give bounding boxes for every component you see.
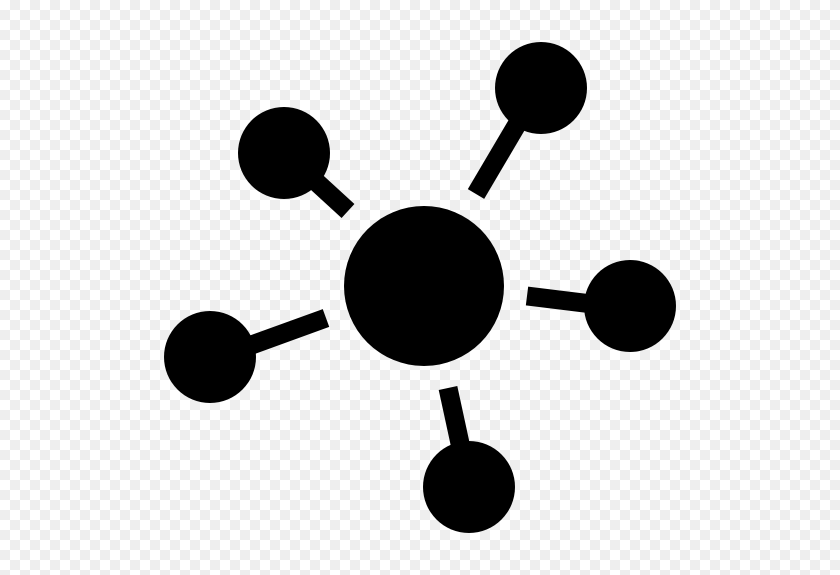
connector-left (242, 309, 330, 356)
connector-bottom (438, 385, 471, 451)
node-top-left (238, 107, 330, 199)
node-bottom (423, 441, 515, 533)
node-right (584, 260, 676, 352)
connector-right (525, 286, 594, 314)
connector-lines (242, 111, 594, 451)
node-left (164, 311, 256, 403)
hub-node (344, 206, 504, 366)
node-top-right (495, 42, 587, 134)
connector-top-right (467, 111, 531, 199)
